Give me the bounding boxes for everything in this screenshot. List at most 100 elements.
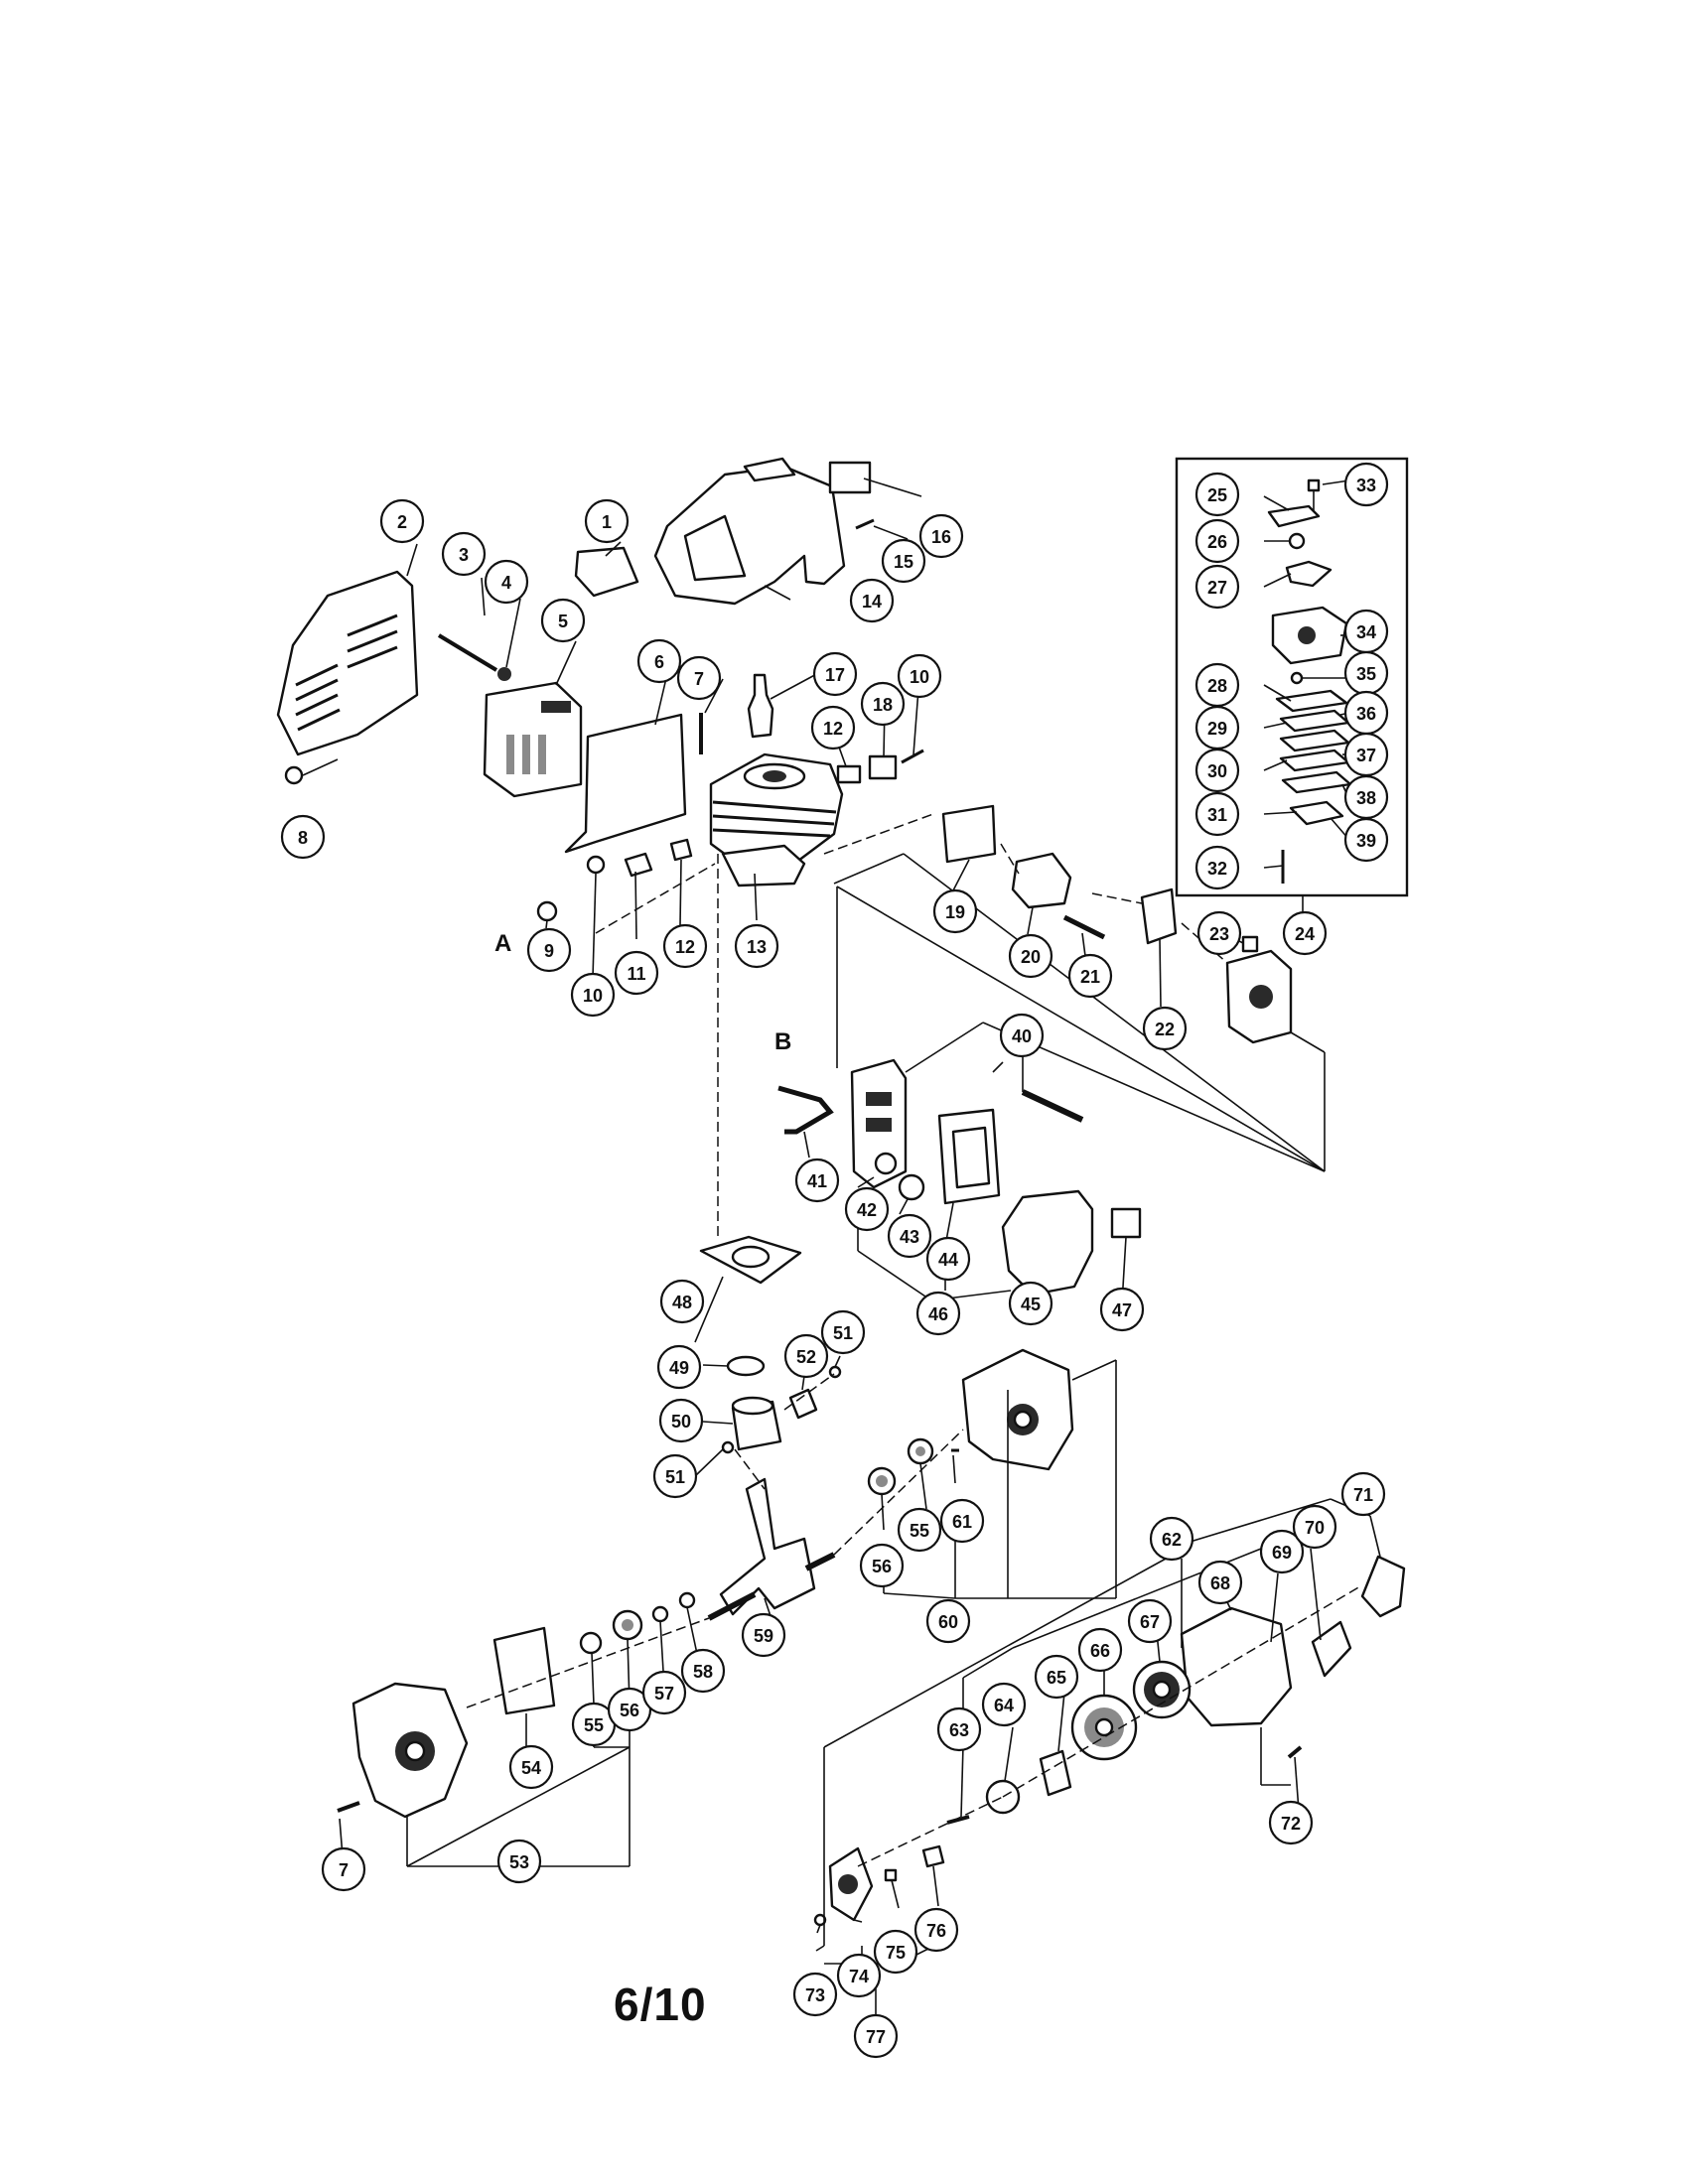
part-callout-circle: [794, 1158, 840, 1203]
part-callout-37: 37: [1343, 732, 1389, 777]
part-number-label: 42: [857, 1200, 877, 1220]
part-callout-66: 66: [1077, 1627, 1123, 1673]
part-number-label: 10: [583, 986, 603, 1006]
part-callout-71: 71: [1340, 1471, 1386, 1517]
part-callout-69: 69: [1259, 1529, 1305, 1574]
engine-cover-parts: [276, 457, 1326, 1172]
part-number-label: 31: [1207, 805, 1227, 825]
part-callout-circle: [540, 598, 586, 643]
part-number-label: 20: [1021, 947, 1041, 967]
part-callout-23: 23: [1196, 910, 1242, 956]
part-number-label: 60: [938, 1612, 958, 1632]
part-callout-circle: [676, 655, 722, 701]
part-callout-18: 18: [860, 681, 906, 727]
part-callout-45: 45: [1008, 1281, 1053, 1326]
part-callout-circle: [734, 923, 779, 969]
part-callout-circle: [897, 1507, 942, 1553]
part-number-label: 17: [825, 665, 845, 685]
part-callout-circle: [881, 538, 926, 584]
part-callout-circle: [1194, 518, 1240, 564]
part-callout-circle: [1099, 1287, 1145, 1332]
part-callout-circle: [925, 1598, 971, 1644]
part-number-label: 65: [1047, 1668, 1066, 1688]
part-number-label: 67: [1140, 1612, 1160, 1632]
part-callout-circle: [441, 531, 487, 577]
part-number-label: 2: [397, 512, 407, 532]
part-callout-29: 29: [1194, 705, 1240, 751]
page-number: 6/10: [614, 1979, 707, 2030]
part-callout-circle: [1292, 1504, 1337, 1550]
part-number-label: 52: [796, 1347, 816, 1367]
part-callout-26: 26: [1194, 518, 1240, 564]
part-number-label: 43: [900, 1227, 919, 1247]
part-callout-circle: [659, 1279, 705, 1324]
part-number-label: 23: [1209, 924, 1229, 944]
part-callout-circle: [484, 559, 529, 605]
part-number-label: 71: [1353, 1485, 1373, 1505]
part-callout-circle: [925, 1236, 971, 1282]
part-number-label: 62: [1162, 1530, 1182, 1550]
part-callout-1: 1: [584, 498, 630, 544]
part-callout-circle: [1282, 910, 1328, 956]
part-callout-circle: [873, 1929, 918, 1975]
part-callout-59: 59: [741, 1612, 786, 1658]
part-callout-39: 39: [1343, 817, 1389, 863]
part-callout-circle: [1127, 1598, 1173, 1644]
part-callout-21: 21: [1067, 953, 1113, 999]
part-callout-circle: [915, 1291, 961, 1336]
part-number-label: 13: [747, 937, 767, 957]
part-callout-30: 30: [1194, 748, 1240, 793]
part-callout-circle: [680, 1648, 726, 1694]
part-callout-circle: [1343, 817, 1389, 863]
part-callout-40: 40: [999, 1013, 1045, 1058]
part-callout-36: 36: [1343, 690, 1389, 736]
part-number-label: 55: [910, 1521, 929, 1541]
part-callout-circle: [1034, 1654, 1079, 1700]
part-number-label: 68: [1210, 1573, 1230, 1593]
part-callout-12: 12: [662, 923, 708, 969]
part-callout-circle: [652, 1453, 698, 1499]
part-number-label: 30: [1207, 761, 1227, 781]
part-callout-72: 72: [1268, 1800, 1314, 1845]
part-number-label: 35: [1356, 664, 1376, 684]
part-number-label: 1: [602, 512, 612, 532]
part-number-label: 45: [1021, 1295, 1041, 1314]
part-number-label: 56: [872, 1557, 892, 1576]
part-callout-47: 47: [1099, 1287, 1145, 1332]
reference-letter-a: A: [494, 930, 511, 957]
part-callouts: 1234567789101011121213141516171819202122…: [280, 462, 1389, 2059]
carburetor-detail-parts: [1263, 478, 1352, 933]
part-number-label: 21: [1080, 967, 1100, 987]
part-callout-64: 64: [981, 1682, 1027, 1727]
part-callout-25: 25: [1194, 472, 1240, 517]
part-number-label: 41: [807, 1171, 827, 1191]
part-callout-12: 12: [810, 705, 856, 751]
part-callout-circle: [321, 1846, 366, 1892]
part-callout-circle: [810, 705, 856, 751]
part-callout-17: 17: [812, 651, 858, 697]
part-callout-28: 28: [1194, 662, 1240, 708]
part-callout-circle: [812, 651, 858, 697]
part-callout-52: 52: [783, 1333, 829, 1379]
part-number-label: 9: [544, 941, 554, 961]
part-number-label: 44: [938, 1250, 958, 1270]
part-callout-circle: [1067, 953, 1113, 999]
part-number-label: 51: [665, 1467, 685, 1487]
part-number-label: 47: [1112, 1300, 1132, 1320]
part-callout-48: 48: [659, 1279, 705, 1324]
part-number-label: 8: [298, 828, 308, 848]
part-callout-16: 16: [918, 513, 964, 559]
part-callout-circle: [859, 1543, 905, 1588]
part-number-label: 22: [1155, 1020, 1175, 1039]
part-callout-43: 43: [887, 1213, 932, 1259]
part-callout-65: 65: [1034, 1654, 1079, 1700]
part-callout-41: 41: [794, 1158, 840, 1203]
part-callout-circle: [1077, 1627, 1123, 1673]
part-callout-15: 15: [881, 538, 926, 584]
part-callout-circle: [792, 1972, 838, 2017]
part-callout-circle: [897, 653, 942, 699]
part-number-label: 5: [558, 612, 568, 631]
part-callout-circle: [496, 1839, 542, 1884]
part-callout-67: 67: [1127, 1598, 1173, 1644]
part-callout-circle: [741, 1612, 786, 1658]
